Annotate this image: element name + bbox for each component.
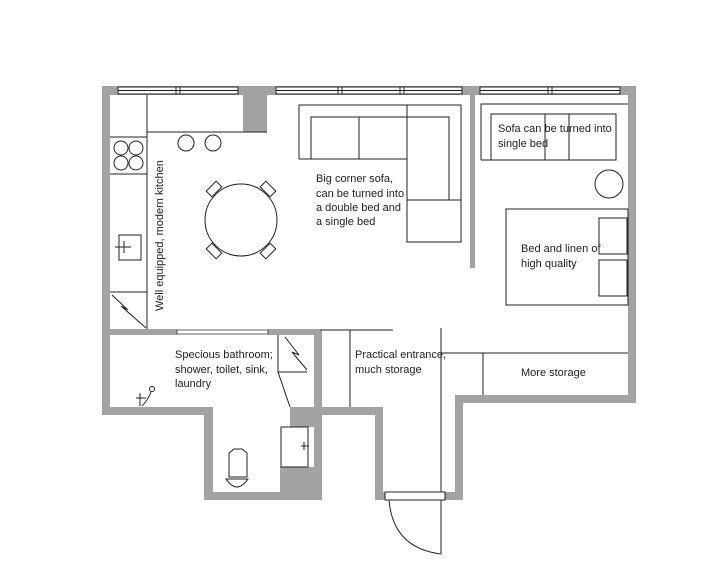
bed-label: Bed and linen of high quality <box>521 243 604 270</box>
bathroom-label: Specious bathroom; shower, toilet, sink,… <box>175 349 276 390</box>
shower-icon <box>149 386 155 392</box>
door-swing-icon <box>388 499 442 555</box>
entrance <box>320 328 628 555</box>
corner-sofa <box>298 104 462 243</box>
kitchen <box>110 95 278 329</box>
toilet-icon <box>228 448 248 478</box>
storage-label: More storage <box>521 367 586 379</box>
kitchen-label: Well equipped, modern kitchen <box>154 160 166 311</box>
bathroom-fixtures <box>136 335 309 488</box>
entrance-label: Practical entrance, much storage <box>355 349 449 376</box>
bed-icon <box>505 208 629 306</box>
sofa-small-label: Sofa can be turned into single bed <box>498 123 615 150</box>
dining-table-icon <box>204 183 278 257</box>
stool-icon <box>204 134 222 152</box>
windows <box>117 86 621 335</box>
sofa-big-label: Big corner sofa, can be turned into a do… <box>316 173 407 228</box>
bedroom-furniture <box>480 103 629 306</box>
stool-icon <box>177 134 195 152</box>
stove-burner-icon <box>113 140 129 156</box>
walls <box>102 86 636 500</box>
washing-machine-icon <box>280 426 309 468</box>
